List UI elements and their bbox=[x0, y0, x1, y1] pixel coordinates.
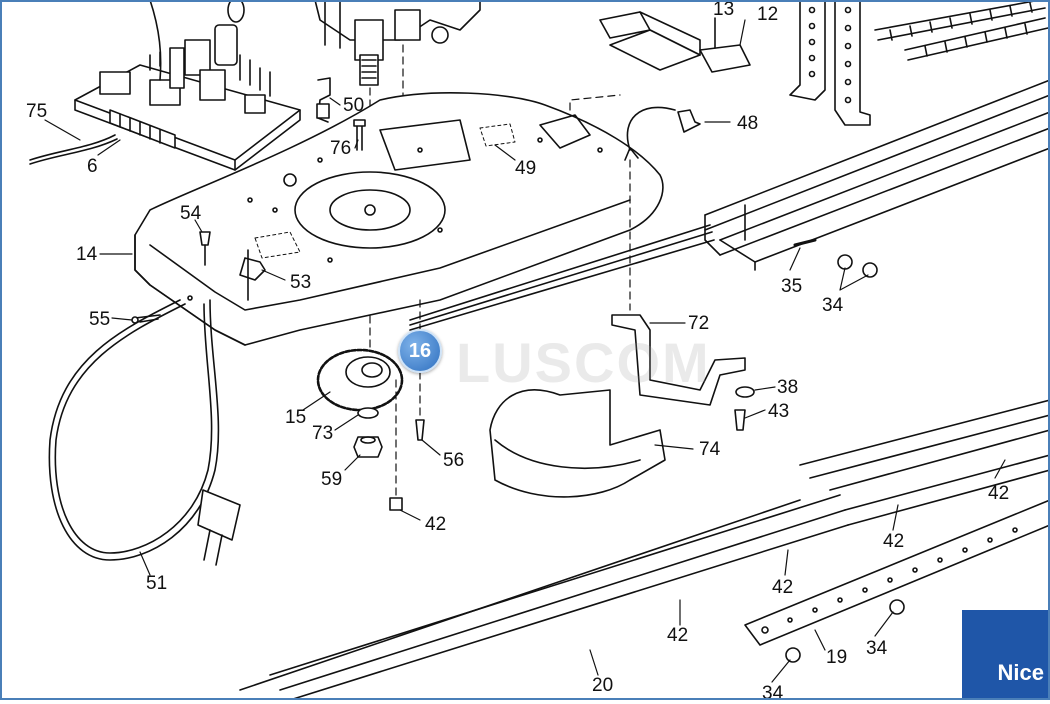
label-48: 48 bbox=[737, 113, 759, 134]
bracket-72 bbox=[611, 314, 746, 406]
label-42-right: 42 bbox=[988, 483, 1010, 504]
light-cover bbox=[489, 389, 666, 498]
label-56: 56 bbox=[443, 450, 465, 471]
label-76: 76 bbox=[330, 138, 352, 159]
control-board bbox=[74, 0, 301, 171]
label-35: 35 bbox=[781, 276, 803, 297]
base-plate bbox=[134, 92, 664, 346]
label-54: 54 bbox=[180, 203, 202, 224]
label-49: 49 bbox=[515, 158, 537, 179]
label-42-lower: 42 bbox=[772, 577, 794, 598]
rail-lower bbox=[239, 399, 1050, 700]
power-cord bbox=[48, 299, 241, 566]
label-53: 53 bbox=[290, 272, 312, 293]
watermark-text: LUSCOM bbox=[456, 331, 711, 394]
label-12: 12 bbox=[757, 4, 779, 25]
label-55: 55 bbox=[89, 309, 111, 330]
leader-lines bbox=[44, 19, 1006, 683]
drive-sprocket bbox=[316, 348, 404, 412]
label-42-mid: 42 bbox=[883, 531, 905, 552]
label-72: 72 bbox=[688, 313, 710, 334]
label-74: 74 bbox=[699, 439, 721, 460]
label-38: 38 bbox=[777, 377, 799, 398]
microswitches bbox=[599, 11, 751, 73]
label-42-bolt: 42 bbox=[425, 514, 447, 535]
label-59: 59 bbox=[321, 469, 343, 490]
label-42-left: 42 bbox=[667, 625, 689, 646]
label-50: 50 bbox=[343, 95, 365, 116]
label-14: 14 bbox=[76, 244, 98, 265]
brand-logo: Nice bbox=[962, 610, 1050, 700]
label-15: 15 bbox=[285, 407, 307, 428]
chain-segments bbox=[874, 0, 1049, 61]
label-51: 51 bbox=[146, 573, 168, 594]
label-34-mid: 34 bbox=[866, 638, 888, 659]
perforated-strap bbox=[744, 499, 1050, 646]
label-34-top: 34 bbox=[822, 295, 844, 316]
label-20: 20 bbox=[592, 675, 614, 696]
reference-badge: 16 bbox=[398, 329, 442, 373]
label-75: 75 bbox=[26, 101, 48, 122]
brand-logo-text: Nice bbox=[997, 660, 1044, 685]
label-19: 19 bbox=[826, 647, 848, 668]
bracket-12 bbox=[789, 0, 871, 126]
label-13: 13 bbox=[713, 0, 735, 20]
cable-75 bbox=[29, 134, 116, 161]
label-6: 6 bbox=[87, 156, 98, 177]
motor-assembly bbox=[314, 0, 481, 86]
label-73: 73 bbox=[312, 423, 334, 444]
label-43: 43 bbox=[768, 401, 790, 422]
